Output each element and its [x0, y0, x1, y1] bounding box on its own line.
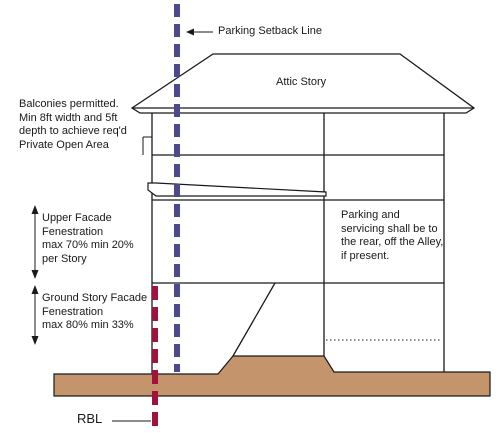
upper-facade-label: Upper Facade Fenestration max 70% min 20…	[42, 212, 134, 266]
ground-profile	[53, 355, 491, 397]
parking-note-label: Parking and servicing shall be to the re…	[341, 209, 443, 263]
ground-facade-line-1: Ground Story Facade	[42, 292, 148, 304]
parking-note-line-3: the rear, off the Alley,	[341, 236, 444, 248]
parking-note-line-2: servicing shall be to	[341, 222, 438, 235]
ground-facade-line-3: max 80% min 33%	[42, 319, 134, 331]
parking-note-line-4: if present.	[341, 249, 390, 262]
upper-facade-line-1: Upper Facade	[42, 212, 112, 224]
balconies-line-2: Min 8ft width and 5ft	[19, 111, 118, 124]
ramp-line	[232, 282, 276, 357]
upper-facade-line-2: Fenestration	[42, 225, 104, 238]
rbl-label: RBL	[77, 411, 103, 426]
balcony-canopy	[147, 182, 327, 197]
parking-setback-label: Parking Setback Line	[218, 25, 322, 37]
attic-story-label: Attic Story	[276, 76, 327, 88]
arrow-left-icon	[186, 28, 213, 36]
balconies-label: Balconies permitted. Min 8ft width and 5…	[19, 98, 127, 152]
ground-facade-line-2: Fenestration	[42, 305, 104, 318]
balconies-line-3: depth to achieve req'd	[19, 125, 127, 137]
upper-facade-line-3: max 70% min 20%	[42, 239, 134, 251]
balconies-line-1: Balconies permitted.	[19, 98, 119, 110]
double-arrow-vertical-icon	[31, 205, 39, 345]
balconies-line-4: Private Open Area	[19, 138, 109, 151]
parking-note-line-1: Parking and	[341, 209, 400, 221]
ground-facade-label: Ground Story Facade Fenestration max 80%…	[42, 292, 147, 333]
upper-facade-line-4: per Story	[42, 252, 87, 265]
